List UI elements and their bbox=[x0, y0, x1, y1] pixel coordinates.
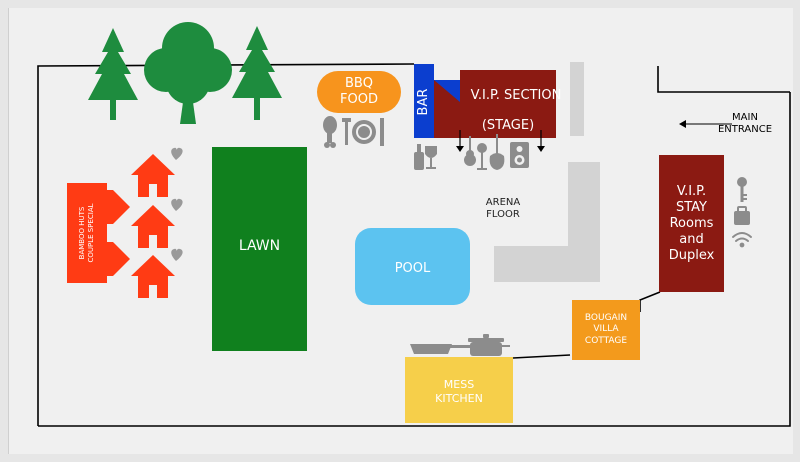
property-boundary bbox=[37, 63, 791, 427]
chicken-leg-icon bbox=[323, 116, 337, 148]
wifi-icon bbox=[732, 232, 752, 248]
bar-area bbox=[414, 64, 434, 138]
hut-icon bbox=[131, 154, 175, 197]
guitar-icon bbox=[489, 134, 505, 170]
bbq-food-area bbox=[317, 71, 401, 113]
heart-icon bbox=[171, 147, 183, 160]
oak-tree-icon bbox=[144, 22, 232, 124]
mess-kitchen-area bbox=[405, 357, 513, 423]
frying-pan-icon bbox=[410, 344, 470, 354]
pool-area bbox=[355, 228, 470, 305]
stage-label: (STAGE) bbox=[481, 117, 535, 133]
pine-tree-icon bbox=[88, 28, 138, 120]
vip-stay-label: V.I.P. STAY Rooms and Duplex bbox=[668, 184, 715, 263]
bamboo-huts-label: BAMBOO HUTS COUPLE SPECIAL bbox=[77, 203, 95, 263]
pool-label: POOL bbox=[394, 260, 431, 276]
heart-icon bbox=[171, 198, 183, 211]
heart-icon bbox=[171, 248, 183, 261]
vip-section-label: V.I.P. SECTION bbox=[470, 87, 562, 103]
plate-icon bbox=[352, 120, 376, 144]
bamboo-huts-sign bbox=[67, 183, 130, 283]
mess-kitchen-label: MESS KITCHEN bbox=[435, 378, 483, 405]
wine-glass-icon bbox=[425, 146, 437, 169]
stage-arrow-right-icon bbox=[537, 130, 545, 152]
microphone-icon bbox=[477, 143, 487, 170]
bar-corner bbox=[434, 80, 460, 102]
main-entrance-label: MAIN ENTRANCE bbox=[717, 111, 773, 136]
guitar-icon bbox=[464, 136, 476, 166]
stage-arrow-left-icon bbox=[456, 130, 464, 152]
bottle-icon bbox=[414, 144, 424, 170]
bougainvilla-cottage-area bbox=[572, 300, 640, 360]
arena-floor-label: ARENA FLOOR bbox=[485, 196, 521, 221]
arena-floor-shape bbox=[494, 62, 600, 282]
fork-icon bbox=[342, 118, 351, 145]
pine-tree-icon bbox=[232, 26, 282, 120]
bbq-food-label: BBQ FOOD bbox=[340, 75, 378, 107]
bar-label: BAR bbox=[415, 88, 431, 116]
vip-section-area bbox=[434, 70, 556, 138]
key-icon bbox=[737, 177, 747, 202]
vip-stay-area bbox=[659, 155, 724, 292]
arrow-left-icon bbox=[679, 120, 732, 128]
knife-icon bbox=[380, 118, 384, 146]
luggage-icon bbox=[734, 206, 750, 225]
hut-icon bbox=[131, 205, 175, 248]
hut-icon bbox=[131, 255, 175, 298]
cooking-pot-icon bbox=[468, 334, 510, 356]
lawn-area bbox=[212, 147, 307, 351]
speaker-icon bbox=[510, 142, 529, 168]
bougainvilla-cottage-label: BOUGAIN VILLA COTTAGE bbox=[584, 313, 628, 346]
lawn-label: LAWN bbox=[238, 238, 281, 255]
